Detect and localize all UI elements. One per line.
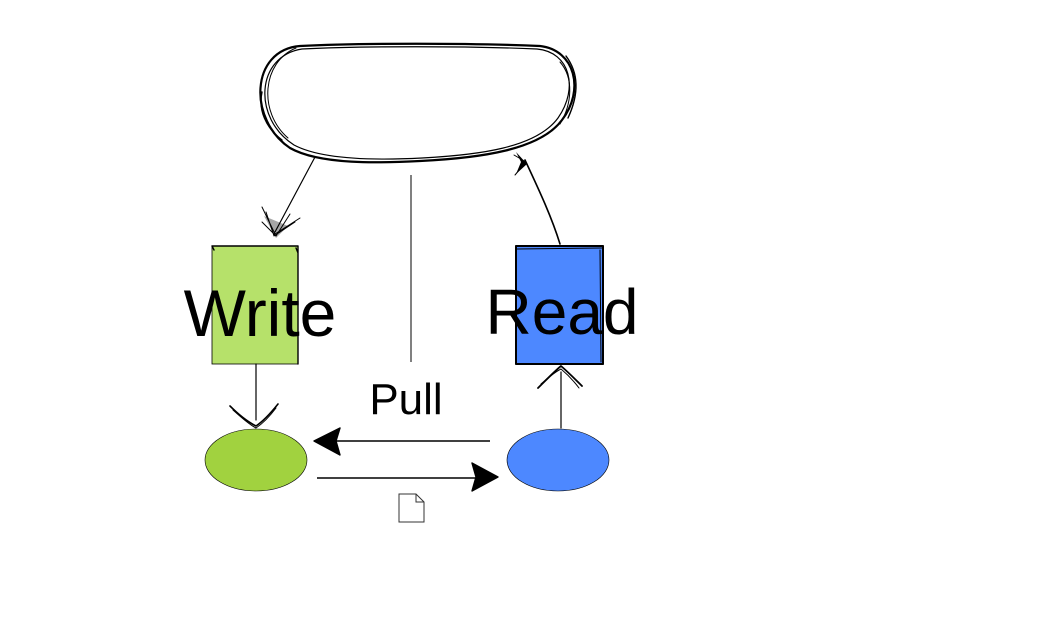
edge-write-to-store	[229, 363, 279, 429]
document-icon[interactable]	[398, 493, 425, 523]
edge-store-to-read	[537, 365, 583, 429]
edge-push	[317, 462, 499, 492]
pull-label: Pull	[369, 375, 442, 424]
write-box[interactable]: Write	[184, 245, 337, 365]
read-box[interactable]: Read	[486, 245, 639, 365]
write-label: Write	[184, 276, 337, 350]
read-store[interactable]	[506, 428, 610, 492]
edge-read-to-cloud	[513, 152, 561, 245]
edge-pull	[313, 427, 490, 456]
top-cloud-node[interactable]	[259, 42, 577, 164]
write-store[interactable]	[204, 428, 308, 492]
edge-cloud-to-write	[261, 156, 316, 238]
read-label: Read	[486, 276, 639, 348]
write-box-shape	[211, 245, 299, 365]
